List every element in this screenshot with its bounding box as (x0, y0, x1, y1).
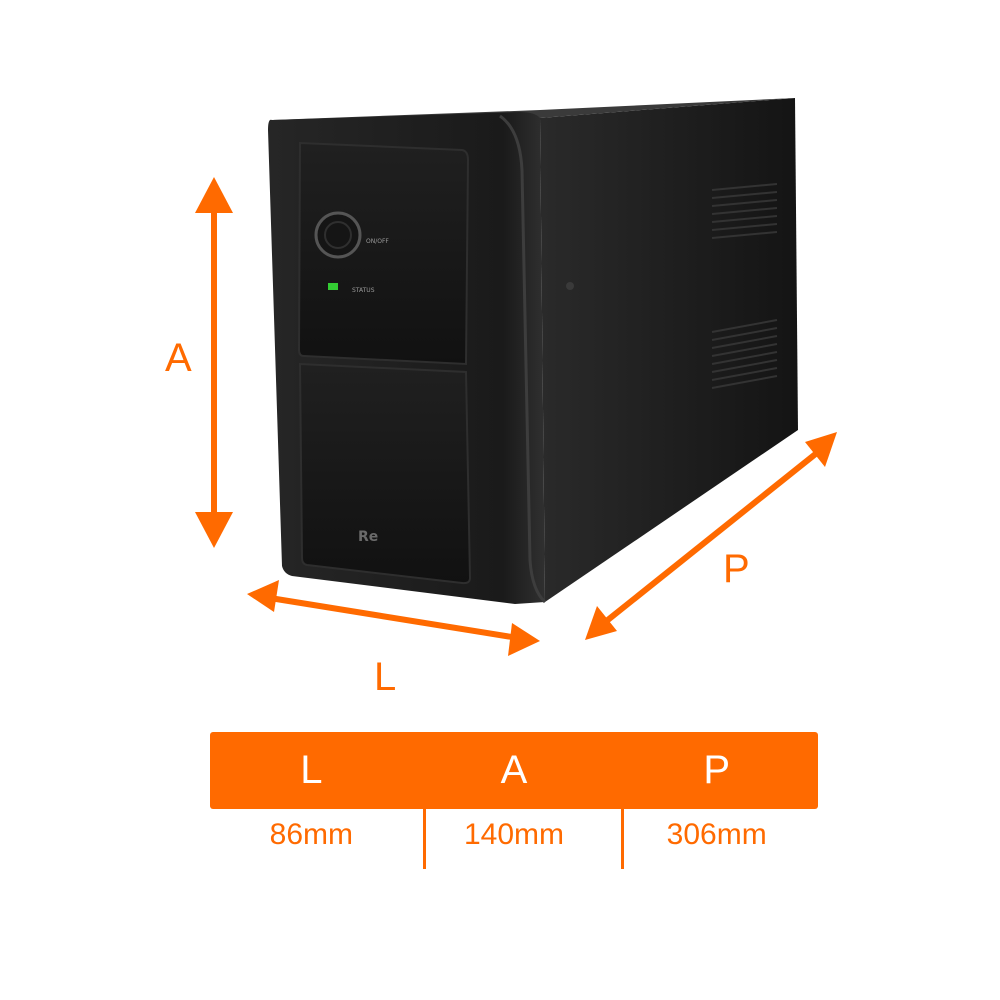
status-led-icon (328, 283, 338, 290)
value-depth: 306mm (666, 817, 767, 851)
device-lower-panel (298, 362, 472, 585)
header-width: L (300, 748, 323, 792)
width-arrow (247, 580, 540, 656)
header-depth: P (703, 748, 731, 792)
device-upper-panel (297, 141, 470, 366)
header-height: A (500, 748, 528, 792)
device-side-face (540, 98, 798, 602)
device-logo: Re (358, 529, 378, 545)
lower-vent-grille (711, 319, 778, 389)
table-divider (621, 809, 624, 869)
ups-device: ON/OFF STATUS Re (268, 98, 798, 604)
depth-label: P (723, 547, 750, 591)
width-label: L (374, 655, 396, 699)
height-label: A (165, 336, 192, 380)
dimensions-table-values: 86mm 140mm 306mm (210, 809, 818, 872)
device-screw-icon (566, 282, 574, 290)
status-label: STATUS (352, 287, 375, 294)
power-button-icon (314, 211, 362, 259)
device-edge-highlight (499, 114, 547, 604)
table-divider (423, 809, 426, 869)
power-label: ON/OFF (366, 238, 389, 245)
height-arrow (195, 177, 233, 548)
dimensions-table: L A P 86mm 140mm 306mm (210, 732, 818, 872)
depth-arrow (585, 432, 837, 640)
dimensions-table-header: L A P (210, 732, 818, 809)
value-height: 140mm (463, 817, 565, 851)
value-width: 86mm (269, 817, 354, 851)
upper-vent-grille (711, 183, 778, 239)
